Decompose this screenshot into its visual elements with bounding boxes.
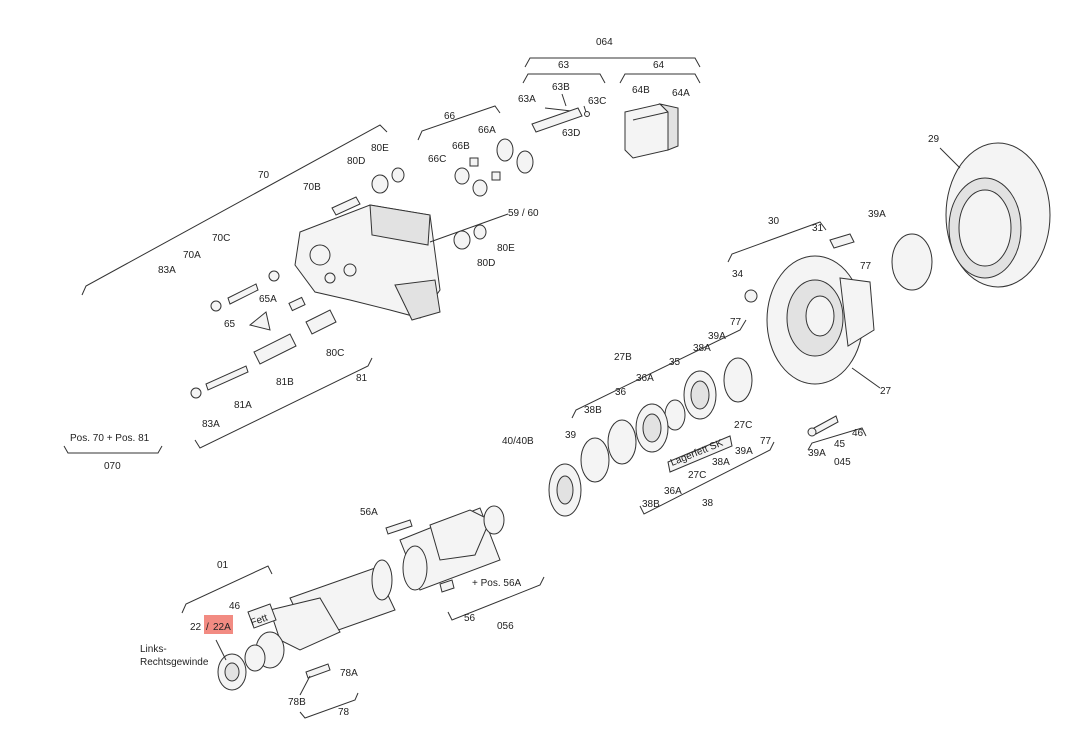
label-056[interactable]: 056 [497, 621, 514, 632]
label-38B-c[interactable]: 38B [642, 499, 660, 510]
highlight-22A [204, 615, 233, 634]
label-70B[interactable]: 70B [303, 182, 321, 193]
group-66: 66 66A 66B 66C [417, 105, 534, 197]
label-36A-c[interactable]: 36A [664, 486, 682, 497]
label-81B[interactable]: 81B [276, 377, 294, 388]
group-30: 30 31 39A 34 77 27 [727, 209, 933, 397]
label-77-c[interactable]: 77 [760, 436, 772, 447]
label-64B[interactable]: 64B [632, 85, 650, 96]
label-045[interactable]: 045 [834, 457, 851, 468]
label-29[interactable]: 29 [928, 134, 940, 145]
label-070[interactable]: 070 [104, 461, 121, 472]
group-056: 56A + Pos. 56A 56 056 [360, 505, 545, 632]
label-pos-56A[interactable]: + Pos. 56A [472, 578, 522, 589]
label-064[interactable]: 064 [596, 37, 613, 48]
label-38[interactable]: 38 [702, 498, 714, 509]
label-46-r[interactable]: 46 [852, 428, 864, 439]
label-65[interactable]: 65 [224, 319, 236, 330]
label-70A[interactable]: 70A [183, 250, 201, 261]
label-38A-c[interactable]: 38A [712, 457, 730, 468]
label-70C[interactable]: 70C [212, 233, 230, 244]
label-65A[interactable]: 65A [259, 294, 277, 305]
group-78: 78A 78B 78 [288, 663, 359, 719]
label-83A-top[interactable]: 83A [158, 265, 176, 276]
label-27B[interactable]: 27B [614, 352, 632, 363]
group-01: Fett 01 46 22 / 22A Links- Rechtsgewinde [140, 559, 396, 691]
label-34[interactable]: 34 [732, 269, 744, 280]
label-83A-bot[interactable]: 83A [202, 419, 220, 430]
label-35[interactable]: 35 [669, 357, 681, 368]
label-pos70-pos81[interactable]: Pos. 70 + Pos. 81 [70, 433, 150, 444]
label-27[interactable]: 27 [880, 386, 892, 397]
label-22A[interactable]: 22A [213, 622, 231, 633]
label-56A[interactable]: 56A [360, 507, 378, 518]
label-38B[interactable]: 38B [584, 405, 602, 416]
label-63B[interactable]: 63B [552, 82, 570, 93]
label-01[interactable]: 01 [217, 560, 229, 571]
label-45[interactable]: 45 [834, 439, 846, 450]
label-80C[interactable]: 80C [326, 348, 344, 359]
label-22[interactable]: 22 [190, 622, 202, 633]
label-63C[interactable]: 63C [588, 96, 606, 107]
label-31[interactable]: 31 [812, 223, 824, 234]
label-40-40B[interactable]: 40/40B [502, 436, 534, 447]
label-39A-c[interactable]: 39A [735, 446, 753, 457]
label-80E-mid[interactable]: 80E [497, 243, 515, 254]
label-27C[interactable]: 27C [734, 420, 752, 431]
label-80D-mid[interactable]: 80D [477, 258, 495, 269]
label-77-b[interactable]: 77 [730, 317, 742, 328]
brake-disc-29: 29 [928, 134, 1051, 288]
label-70[interactable]: 70 [258, 170, 270, 181]
label-46-l[interactable]: 46 [229, 601, 241, 612]
label-36[interactable]: 36 [615, 387, 627, 398]
group-045: 46 39A 45 045 [807, 415, 867, 468]
label-81[interactable]: 81 [356, 373, 368, 384]
label-80D-top[interactable]: 80D [347, 156, 365, 167]
group-70: 70 80E 80D 70B 70C 70A 83A 65A 65 59 / 6… [81, 124, 539, 331]
label-59-60[interactable]: 59 / 60 [508, 208, 539, 219]
label-78B[interactable]: 78B [288, 697, 306, 708]
label-78A[interactable]: 78A [340, 668, 358, 679]
label-63[interactable]: 63 [558, 60, 570, 71]
label-78[interactable]: 78 [338, 707, 350, 718]
label-30[interactable]: 30 [768, 216, 780, 227]
group-27B: 77 39A 38A 27B 35 36A 36 38B 39 40/40B [502, 317, 753, 517]
label-63A[interactable]: 63A [518, 94, 536, 105]
label-77-top[interactable]: 77 [860, 261, 872, 272]
label-39[interactable]: 39 [565, 430, 577, 441]
label-63D[interactable]: 63D [562, 128, 580, 139]
label-39A-r[interactable]: 39A [808, 448, 826, 459]
label-38A[interactable]: 38A [693, 343, 711, 354]
group-064: 064 63 64 63A 63B 63C 63D 64B 64A [518, 37, 701, 159]
label-66C[interactable]: 66C [428, 154, 446, 165]
label-27C-c[interactable]: 27C [688, 470, 706, 481]
label-66B[interactable]: 66B [452, 141, 470, 152]
label-64A[interactable]: 64A [672, 88, 690, 99]
group-070: Pos. 70 + Pos. 81 070 [63, 433, 163, 472]
label-39A-b[interactable]: 39A [708, 331, 726, 342]
label-56[interactable]: 56 [464, 613, 476, 624]
group-81: 80C 81B 81 81A 83A [190, 309, 373, 449]
label-81A[interactable]: 81A [234, 400, 252, 411]
label-39A-top[interactable]: 39A [868, 209, 886, 220]
label-links[interactable]: Links- [140, 644, 167, 655]
label-80E-top[interactable]: 80E [371, 143, 389, 154]
label-36A[interactable]: 36A [636, 373, 654, 384]
label-66[interactable]: 66 [444, 111, 456, 122]
label-rechtsgewinde[interactable]: Rechtsgewinde [140, 657, 209, 668]
label-slash: / [206, 622, 209, 633]
label-66A[interactable]: 66A [478, 125, 496, 136]
label-64[interactable]: 64 [653, 60, 665, 71]
